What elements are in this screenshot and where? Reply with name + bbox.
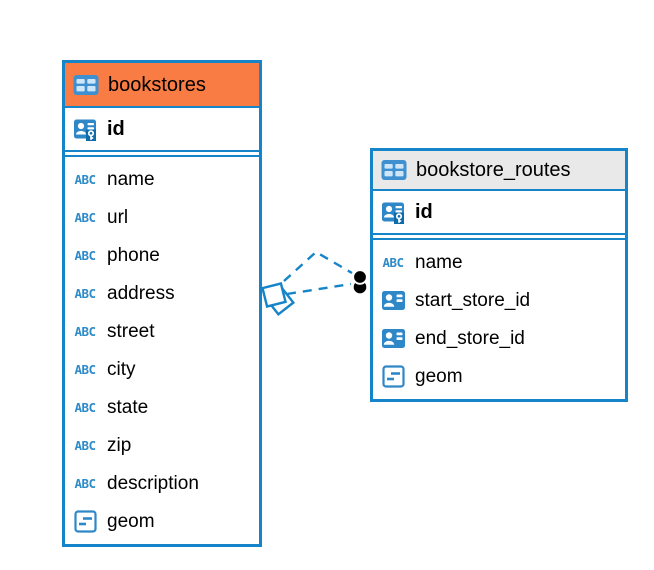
column-address[interactable]: ABC address [65, 274, 259, 312]
geometry-icon [72, 509, 98, 533]
column-name[interactable]: ABC name [373, 243, 625, 281]
text-icon: ABC [74, 323, 96, 339]
column-name: geom [415, 365, 463, 387]
column-name: phone [107, 244, 160, 266]
table-icon [381, 159, 407, 181]
column-name: state [107, 396, 149, 418]
column-name: address [107, 282, 175, 304]
column-name[interactable]: ABC name [65, 160, 259, 198]
column-name: url [107, 206, 129, 228]
relationship-line-end-store[interactable] [286, 282, 352, 296]
column-url[interactable]: ABC url [65, 198, 259, 236]
column-geom[interactable]: geom [373, 357, 625, 395]
text-icon: ABC [74, 361, 96, 377]
column-end_store_id[interactable]: end_store_id [373, 319, 625, 357]
column-phone[interactable]: ABC phone [65, 236, 259, 274]
relationship-dot-marker[interactable] [352, 269, 368, 294]
column-description[interactable]: ABC description [65, 464, 259, 502]
table-icon [73, 74, 99, 96]
key-columns-section: id [373, 191, 625, 235]
text-icon: ABC [74, 475, 96, 491]
column-name: street [107, 320, 155, 342]
relationship-diamond-marker[interactable] [261, 282, 296, 317]
column-geom[interactable]: geom [65, 502, 259, 540]
column-name: name [107, 168, 155, 190]
column-name: id [415, 201, 433, 223]
column-name: id [107, 118, 125, 140]
column-id[interactable]: id [65, 108, 259, 150]
column-start_store_id[interactable]: start_store_id [373, 281, 625, 319]
foreign-key-icon [380, 328, 406, 349]
foreign-key-icon [380, 290, 406, 311]
column-name: city [107, 358, 136, 380]
column-name: description [107, 472, 199, 494]
column-state[interactable]: ABC state [65, 388, 259, 426]
column-name: end_store_id [415, 327, 525, 349]
table-title: bookstores [108, 73, 206, 96]
primary-key-icon [72, 117, 98, 142]
text-icon: ABC [74, 399, 96, 415]
column-name: geom [107, 510, 155, 532]
column-city[interactable]: ABC city [65, 350, 259, 388]
column-zip[interactable]: ABC zip [65, 426, 259, 464]
text-icon: ABC [74, 247, 96, 263]
column-id[interactable]: id [373, 191, 625, 233]
text-icon: ABC [74, 437, 96, 453]
column-name: zip [107, 434, 132, 456]
table-header[interactable]: bookstores [65, 63, 259, 108]
column-name: start_store_id [415, 289, 531, 311]
text-icon: ABC [74, 171, 96, 187]
table-title: bookstore_routes [416, 159, 571, 181]
text-icon: ABC [382, 254, 404, 270]
relationship-line-start-store[interactable] [283, 250, 353, 282]
column-name: name [415, 251, 463, 273]
table-header[interactable]: bookstore_routes [373, 151, 625, 191]
primary-key-icon [380, 200, 406, 225]
text-icon: ABC [74, 285, 96, 301]
column-street[interactable]: ABC street [65, 312, 259, 350]
geometry-icon [380, 364, 406, 388]
text-icon: ABC [74, 209, 96, 225]
key-columns-section: id [65, 108, 259, 152]
table-bookstore-routes[interactable]: bookstore_routes id ABC name start_store_i… [370, 148, 628, 402]
